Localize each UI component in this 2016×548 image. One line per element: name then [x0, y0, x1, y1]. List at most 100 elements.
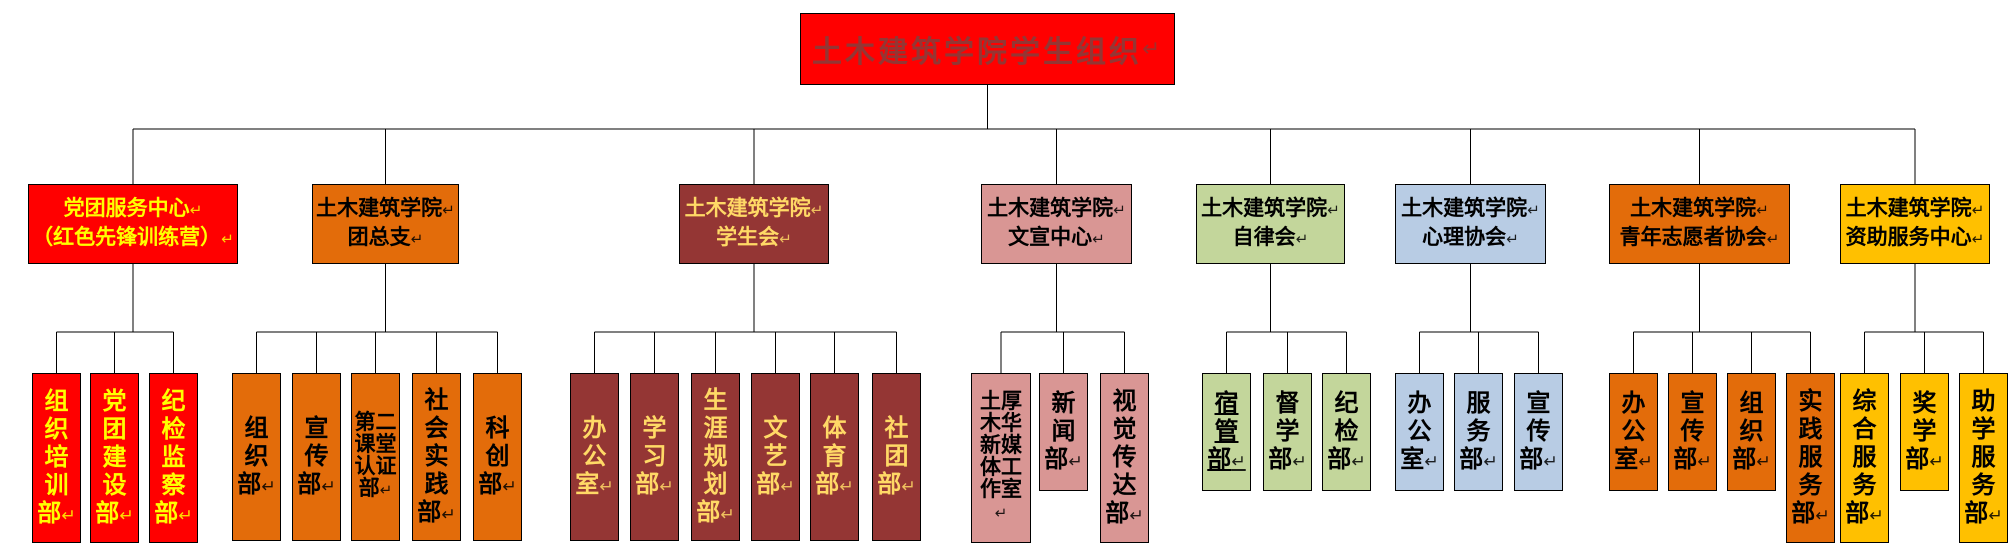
org-unit-text: 督学部↵: [1266, 390, 1309, 475]
org-unit-label: 学习部: [635, 414, 667, 498]
root-node: 土木建筑学院学生组织↵: [800, 13, 1175, 85]
group-header-text: 土木建筑学院: [1630, 197, 1757, 220]
line-break-mark: ↵: [502, 475, 517, 496]
org-unit-label: 生涯规划部: [696, 386, 728, 526]
org-unit-label: 组织部: [237, 414, 269, 498]
line-break-mark: ↵: [379, 482, 393, 499]
org-unit-text: 奖学部↵: [1903, 390, 1946, 475]
group-header-financial-aid-service-center: 土木建筑学院↵资助服务中心↵: [1840, 184, 1990, 264]
line-break-mark: ↵: [1092, 231, 1105, 248]
org-unit-box: 综合服务部↵: [1840, 373, 1889, 543]
group-header-party-league-service-center: 党团服务中心↵（红色先锋训练营）↵: [28, 184, 238, 264]
line-break-mark: ↵: [1424, 450, 1439, 471]
org-unit-label: 宿管部: [1207, 389, 1239, 473]
line-break-mark: ↵: [1543, 450, 1558, 471]
group-header-line: 土木建筑学院↵: [685, 195, 824, 224]
org-unit-label: 视觉传达部: [1105, 387, 1137, 527]
org-unit-label: 纪检监察部: [154, 387, 186, 527]
org-unit-label: 宣传部: [1519, 389, 1551, 473]
line-break-mark: ↵: [178, 504, 193, 525]
line-break-mark: ↵: [599, 475, 614, 496]
line-break-mark: ↵: [779, 231, 792, 248]
org-unit-label: 社会实践部: [417, 386, 449, 526]
org-unit-text: 宣传部↵: [1671, 390, 1714, 475]
org-unit-text: 文艺部↵: [754, 415, 797, 500]
org-unit-label: 土厚木华新媒体工作室: [980, 390, 1022, 501]
org-unit-box: 生涯规划部↵: [691, 373, 740, 541]
line-break-mark: ↵: [1483, 450, 1498, 471]
org-unit-text: 社会实践部↵: [415, 387, 458, 528]
line-break-mark: ↵: [659, 475, 674, 496]
group-header-text: 心理协会: [1422, 226, 1507, 249]
line-break-mark: ↵: [1815, 504, 1830, 525]
org-unit-text: 宿管部↵: [1205, 390, 1248, 475]
org-unit-label: 宣传部: [1673, 389, 1705, 473]
org-unit-box: 宿管部↵: [1202, 373, 1251, 491]
line-break-mark: ↵: [221, 231, 234, 248]
group-header-text: 文宣中心: [1008, 226, 1093, 249]
org-unit-text: 体育部↵: [813, 415, 856, 500]
org-unit-box: 文艺部↵: [751, 373, 800, 541]
group-header-text: 土木建筑学院: [684, 197, 811, 220]
org-unit-box: 服务部↵: [1454, 373, 1503, 491]
line-break-mark: ↵: [1292, 450, 1307, 471]
org-unit-box: 土厚木华新媒体工作室↵: [971, 373, 1031, 543]
org-unit-text: 服务部↵: [1457, 390, 1500, 475]
org-unit-label: 奖学部: [1905, 389, 1937, 473]
org-unit-label: 办公室: [1614, 389, 1646, 473]
org-unit-box: 办公室↵: [1395, 373, 1444, 491]
line-break-mark: ↵: [810, 202, 824, 219]
org-unit-text: 学习部↵: [633, 415, 676, 500]
group-header-league-general-branch: 土木建筑学院↵团总支↵: [312, 184, 459, 264]
group-header-text: 土木建筑学院: [1201, 197, 1328, 220]
org-unit-label: 社团部: [877, 414, 909, 498]
group-header-line: 土木建筑学院↵: [987, 195, 1126, 224]
line-break-mark: ↵: [1295, 231, 1309, 248]
group-header-text: 党团服务中心: [63, 197, 190, 220]
group-header-text: 自律会: [1232, 226, 1296, 249]
line-break-mark: ↵: [1756, 202, 1769, 219]
org-unit-text: 纪检部↵: [1325, 390, 1368, 475]
org-unit-label: 组织部: [1732, 389, 1764, 473]
org-unit-label: 组织培训部: [37, 387, 69, 527]
group-header-text: （红色先锋训练营）: [32, 226, 222, 249]
line-break-mark: ↵: [1351, 450, 1366, 471]
group-header-line: 文宣中心↵: [1008, 224, 1105, 253]
line-break-mark: ↵: [1527, 202, 1540, 219]
org-unit-box: 第二课堂认证部↵: [351, 373, 400, 541]
org-unit-text: 土厚木华新媒体工作室↵: [974, 391, 1028, 525]
group-header-self-discipline-association: 土木建筑学院↵自律会↵: [1196, 184, 1345, 264]
group-header-line: 党团服务中心↵: [64, 195, 203, 224]
line-break-mark: ↵: [1971, 231, 1985, 248]
org-unit-label: 助学服务部: [1964, 387, 1996, 527]
org-unit-box: 办公室↵: [1609, 373, 1658, 491]
org-unit-box: 组织部↵: [232, 373, 281, 541]
org-unit-box: 办公室↵: [570, 373, 619, 541]
org-unit-text: 宣传部↵: [295, 415, 338, 500]
group-header-text: 资助服务中心: [1845, 226, 1972, 249]
org-unit-box: 组织部↵: [1727, 373, 1776, 491]
line-break-mark: ↵: [901, 475, 916, 496]
org-unit-label: 纪检部: [1327, 389, 1359, 473]
group-header-text: 青年志愿者协会: [1619, 226, 1767, 249]
org-unit-label: 文艺部: [756, 414, 788, 498]
org-unit-box: 视觉传达部↵: [1100, 373, 1149, 543]
org-unit-box: 宣传部↵: [1668, 373, 1717, 491]
org-unit-box: 奖学部↵: [1900, 373, 1949, 491]
org-unit-text: 组织部↵: [235, 415, 278, 500]
group-header-line: 土木建筑学院↵: [1201, 195, 1340, 224]
group-header-line: 自律会↵: [1233, 224, 1309, 253]
line-break-mark: ↵: [1756, 450, 1771, 471]
org-unit-box: 宣传部↵: [1514, 373, 1563, 491]
org-unit-box: 实践服务部↵: [1786, 373, 1835, 543]
org-unit-box: 体育部↵: [810, 373, 859, 541]
org-unit-box: 助学服务部↵: [1959, 373, 2008, 543]
org-unit-label: 新闻部: [1044, 389, 1076, 473]
group-header-psychology-association: 土木建筑学院↵心理协会 ↵: [1395, 184, 1546, 264]
line-break-mark: ↵: [1766, 231, 1780, 248]
org-unit-text: 办公室↵: [573, 415, 616, 500]
org-unit-box: 督学部↵: [1263, 373, 1312, 491]
org-unit-text: 党团建设部↵: [93, 388, 136, 529]
org-unit-text: 新闻部↵: [1042, 390, 1085, 475]
group-header-line: 土木建筑学院↵: [1401, 195, 1540, 224]
